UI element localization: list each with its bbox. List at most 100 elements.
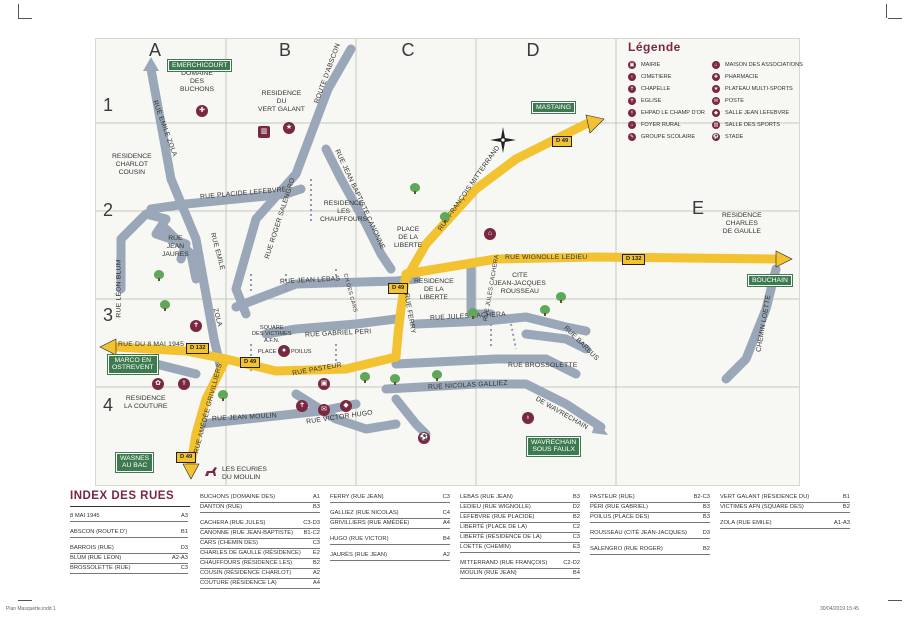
- index-entry[interactable]: Victimes AFN (Square des)B2: [720, 503, 850, 513]
- street-victor-hugo: [291, 389, 401, 434]
- index-entry[interactable]: Blum (Rue Léon)A2-A3: [70, 554, 188, 564]
- index-entry[interactable]: Pasteur (Rue)B2-C3: [590, 493, 710, 503]
- place-rue-jean-jaures: Rue Jean Jaures: [162, 235, 189, 258]
- map-canvas[interactable]: [96, 39, 800, 486]
- street-jean-jaures: [161, 224, 201, 284]
- index-entry-name: Danton (Rue): [200, 504, 243, 510]
- index-entry[interactable]: Buchons (Domaine des)A1: [200, 493, 320, 503]
- index-entry[interactable]: Chauffours (Résidence Les)B2: [200, 559, 320, 569]
- index-entry-ref: B4: [442, 536, 450, 542]
- index-entry-ref: B2: [842, 504, 850, 510]
- street-south-loop: [391, 394, 431, 439]
- index-entry[interactable]: Hugo (Rue Victor)B4: [330, 535, 450, 545]
- road-mitterrand: [401, 119, 591, 284]
- poi-plateau-icon[interactable]: ★: [283, 122, 295, 134]
- poi-cimetiere-icon[interactable]: ♁: [522, 412, 534, 424]
- index-entry[interactable]: Mitterrand (Rue François)C2-D2: [460, 559, 580, 569]
- index-entry-name: Couture (Résidence La): [200, 580, 277, 586]
- index-entry-name: Charles de Gaulle (Résidence): [200, 550, 301, 556]
- index-entry-name: Loette (Chemin): [460, 544, 511, 550]
- poi-ehpad-icon[interactable]: ⚕: [178, 378, 190, 390]
- index-entry-ref: C4: [442, 510, 450, 516]
- index-entry[interactable]: Lebas (Rue Jean)B3: [460, 493, 580, 503]
- index-entry[interactable]: Galliez (Rue Nicolas)C4: [330, 509, 450, 519]
- legend-item-chapelle: ✝Chapelle: [628, 84, 671, 93]
- index-entry[interactable]: Cars (Chemin des)C3: [200, 539, 320, 549]
- index-entry[interactable]: Péri (Rue Gabriel)B3: [590, 503, 710, 513]
- place-res-vert-galant: Residence du Vert Galant: [258, 90, 305, 113]
- poi-couture-icon[interactable]: ✿: [152, 378, 164, 390]
- sports-hall-icon: ▥: [712, 120, 720, 129]
- hall-icon: ◆: [712, 108, 720, 117]
- index-entry[interactable]: Charles de Gaulle (Résidence)E2: [200, 549, 320, 559]
- poi-chapelle-icon[interactable]: ✝: [190, 320, 202, 332]
- tree-icon: [160, 300, 170, 311]
- index-entry[interactable]: Ledieu (Rue Wignolle)D2: [460, 503, 580, 513]
- index-entry[interactable]: Cachera (Rue Jules)C3-D3: [200, 519, 320, 529]
- street-emile-zola: [146, 64, 226, 374]
- poi-poste-icon[interactable]: ✉: [318, 404, 330, 416]
- index-entry[interactable]: Zola (Rue Emile)A1-A3: [720, 519, 850, 529]
- street-brossolette: [391, 354, 581, 379]
- index-entry-ref: D3: [180, 545, 188, 551]
- index-entry-ref: E3: [572, 544, 580, 550]
- legend-item-poste: ✉Poste: [712, 96, 744, 105]
- index-entry-name: Barrois (Rue): [70, 545, 114, 551]
- poi-mairie-icon[interactable]: ▣: [318, 378, 330, 390]
- index-entry[interactable]: Canonne (Rue Jean-Baptiste)B1-C2: [200, 529, 320, 539]
- index-entry[interactable]: Lefebvre (Rue Placide)B2: [460, 513, 580, 523]
- index-entry-name: Cousin (Résidence Charlot): [200, 570, 292, 576]
- index-entry-name: Liberté (Résidence de la): [460, 534, 542, 540]
- index-entry-ref: A2-A3: [171, 555, 188, 561]
- tree-icon: [154, 270, 164, 281]
- index-entry[interactable]: Danton (Rue)B3: [200, 503, 320, 513]
- street-index: Index des rues 8 Mai 1945A3Abscon (Route…: [70, 490, 850, 595]
- index-entry-name: Cars (Chemin des): [200, 540, 258, 546]
- index-entry-ref: C2: [572, 524, 580, 530]
- index-entry-ref: D3: [702, 530, 710, 536]
- grid-column-c: C: [401, 40, 415, 60]
- poi-vert-galant-icon[interactable]: ▥: [258, 126, 270, 138]
- legend-item-maison-assoc: ⌂Maison des associations: [712, 60, 803, 70]
- index-entry[interactable]: Couture (Résidence La)A4: [200, 579, 320, 589]
- town-map[interactable]: [95, 38, 800, 486]
- street-label-wignolle-ledieu: Rue Wignolle Ledieu: [505, 254, 588, 261]
- index-entry[interactable]: Liberté (Résidence de la)C3: [460, 533, 580, 543]
- index-entry[interactable]: Grivilliers (Rue Amédée)A4: [330, 519, 450, 529]
- index-entry[interactable]: Brossolette (Rue)C3: [70, 564, 188, 574]
- index-entry[interactable]: Poilus (Place des)B3: [590, 513, 710, 523]
- poi-eglise-icon[interactable]: ✝: [296, 400, 308, 412]
- index-entry[interactable]: Moulin (Rue Jean)B4: [460, 569, 580, 579]
- index-entry-name: Mitterrand (Rue François): [460, 560, 548, 566]
- arrow-w: [99, 338, 117, 356]
- place-square-victimes: Square des Victimes A.F.N.: [252, 325, 292, 344]
- index-entry[interactable]: Abscon (Route d')B1: [70, 528, 188, 538]
- index-entry[interactable]: Rousseau (Cité Jean-Jacques)D3: [590, 529, 710, 539]
- index-entry-name: 8 Mai 1945: [70, 513, 100, 519]
- grid-row-3: 3: [102, 305, 113, 325]
- poi-poilus-icon[interactable]: ●: [278, 345, 290, 357]
- index-entry[interactable]: Jaurès (Rue Jean)A2: [330, 551, 450, 561]
- street-label-leon-blum: Rue Léon Blum: [115, 259, 123, 318]
- post-office-icon: ✉: [712, 96, 720, 105]
- secondary-streets: [116, 44, 781, 439]
- poi-buchons-icon[interactable]: ✚: [196, 105, 208, 117]
- index-entry[interactable]: Loette (Chemin) E3: [460, 543, 580, 553]
- index-entry[interactable]: Liberté (Place de la)C2: [460, 523, 580, 533]
- poi-stade-icon[interactable]: ⚽: [418, 432, 430, 444]
- grid-zone-e: E: [691, 198, 704, 218]
- legend-item-pharmacie: ✚Pharmacie: [712, 72, 759, 81]
- index-entry[interactable]: Salengro (Rue Roger)B2: [590, 545, 710, 555]
- street-galliez: [381, 379, 606, 432]
- index-entry[interactable]: Vert Galant (Résidence du)B1: [720, 493, 850, 503]
- index-entry-name: Ferry (Rue Jean): [330, 494, 384, 500]
- index-entry-name: Jaurès (Rue Jean): [330, 552, 388, 558]
- poi-salle-icon[interactable]: ◆: [340, 400, 352, 412]
- index-entry-name: Abscon (Route d'): [70, 529, 128, 535]
- index-entry[interactable]: Barrois (Rue) D3: [70, 544, 188, 554]
- index-entry[interactable]: Cousin (Résidence Charlot)A2: [200, 569, 320, 579]
- map-grid: [96, 39, 799, 485]
- index-entry[interactable]: Ferry (Rue Jean)C3: [330, 493, 450, 503]
- poi-liberte-icon[interactable]: ⌂: [484, 228, 496, 240]
